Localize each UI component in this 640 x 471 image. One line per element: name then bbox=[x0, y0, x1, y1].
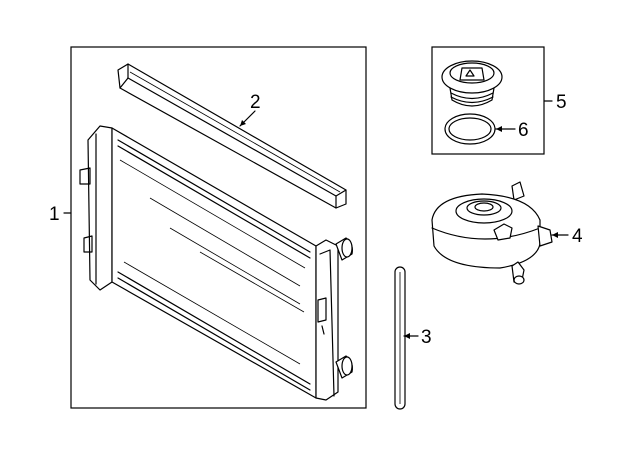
callout-2: 2 bbox=[250, 92, 261, 113]
o-ring-part[interactable] bbox=[444, 113, 496, 145]
radiator-group-box bbox=[70, 46, 367, 409]
reservoir-cap-part[interactable] bbox=[441, 60, 503, 107]
callout-6: 6 bbox=[518, 120, 529, 141]
callout-1: 1 bbox=[49, 204, 60, 225]
callout-3: 3 bbox=[421, 327, 432, 348]
radiator-part[interactable] bbox=[79, 125, 353, 401]
seal-strip-part[interactable] bbox=[117, 63, 347, 209]
coolant-reservoir-part[interactable] bbox=[431, 181, 553, 285]
callout-leaders bbox=[63, 100, 569, 339]
callout-5: 5 bbox=[556, 92, 567, 113]
callout-4: 4 bbox=[572, 226, 583, 247]
side-seal-part[interactable] bbox=[394, 266, 406, 410]
